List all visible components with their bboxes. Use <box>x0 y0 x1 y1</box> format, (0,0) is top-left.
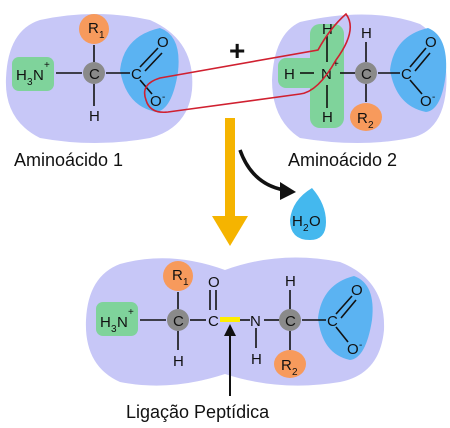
atom-o: O <box>208 274 220 291</box>
atom-o: O <box>347 341 359 358</box>
atom-sub: 2 <box>368 120 374 131</box>
atom-h: H <box>285 273 296 290</box>
r-group-3 <box>163 261 193 291</box>
atom-c: C <box>327 313 338 330</box>
atom-sub: 1 <box>183 277 189 288</box>
bond-c-o-double-a <box>335 295 353 315</box>
atom-c: C <box>361 66 372 83</box>
carboxyl-group-2 <box>390 28 447 112</box>
atom-n: N <box>250 313 261 330</box>
peptide-bond-pointer <box>224 324 236 396</box>
bond-c-o-single <box>335 326 349 343</box>
atom-c: C <box>285 313 296 330</box>
water-release-arrow <box>238 149 296 200</box>
atom-charge: + <box>44 60 50 71</box>
atom-charge: - <box>162 92 165 103</box>
bond-c-o-double-a <box>409 47 427 68</box>
atom-charge: + <box>128 307 134 318</box>
atom-n: N <box>33 67 44 84</box>
atom-c: C <box>89 66 100 83</box>
atom-o: O <box>351 282 363 299</box>
plus-sign: + <box>229 35 245 66</box>
atom-h: H <box>361 25 372 42</box>
atom-c: C <box>131 66 142 83</box>
atom-h: H <box>89 108 100 125</box>
reaction-arrow <box>212 118 248 246</box>
carboxyl-group-1 <box>120 28 179 112</box>
water-sub: 2 <box>303 223 309 234</box>
atom-o: O <box>157 34 169 51</box>
bond-c-o-double-a <box>139 47 159 68</box>
peptide-bond-highlight <box>220 317 240 322</box>
caption-amino-acid-1: Aminoácido 1 <box>14 150 123 170</box>
atom-n: N <box>117 314 128 331</box>
atom-sub: 1 <box>99 30 105 41</box>
carboxyl-group-3 <box>318 276 373 360</box>
water-h: H <box>292 213 303 230</box>
bond-c-o-double-b <box>340 299 357 319</box>
bond-c-o-double-b <box>414 52 431 72</box>
atom-h: H <box>251 351 262 368</box>
atom-sub: 2 <box>292 367 298 378</box>
alpha-carbon-4 <box>279 309 301 331</box>
atom-charge: + <box>333 59 339 70</box>
alpha-carbon-2 <box>355 62 377 84</box>
atom-o: O <box>150 93 162 110</box>
water-removal-highlight <box>143 12 352 114</box>
r-group-1 <box>79 14 109 44</box>
water-drop-icon <box>290 188 326 240</box>
amine-group-2-left <box>278 58 318 88</box>
water-molecule: H 2 O <box>290 188 326 240</box>
alpha-carbon-3 <box>167 309 189 331</box>
bond-c-o-double-b <box>144 52 163 72</box>
atom-h: H <box>322 109 333 126</box>
amino-acid-2: H H N + H H C R 2 C O O - <box>272 14 447 144</box>
r-group-4 <box>274 350 306 378</box>
atom-c: C <box>173 313 184 330</box>
amine-group-3 <box>96 302 138 336</box>
caption-amino-acid-2: Aminoácido 2 <box>288 150 397 170</box>
atom-r: R <box>172 267 183 284</box>
bond-c-o-single <box>409 79 423 95</box>
atom-charge: - <box>432 92 435 103</box>
atom-sub: 3 <box>111 324 117 335</box>
caption-peptide-bond: Ligação Peptídica <box>126 402 270 422</box>
atom-h: H <box>322 21 333 38</box>
water-o: O <box>309 213 321 230</box>
r-group-2 <box>350 103 382 131</box>
atom-c: C <box>208 313 219 330</box>
amino-acid-1: H 3 N + R 1 C H C O O - <box>5 14 193 143</box>
dipeptide: H 3 N + R 1 C H O C N H H C R 2 C O O - <box>85 257 385 386</box>
atom-r: R <box>281 357 292 374</box>
atom-h: H <box>284 66 295 83</box>
atom-h: H <box>173 353 184 370</box>
atom-c: C <box>401 66 412 83</box>
atom-o: O <box>420 93 432 110</box>
amine-group-1 <box>12 57 54 91</box>
atom-h: H <box>100 314 111 331</box>
atom-r: R <box>357 110 368 127</box>
atom-r: R <box>88 20 99 37</box>
atom-charge: - <box>359 340 362 351</box>
alpha-carbon-1 <box>83 62 105 84</box>
atom-o: O <box>425 34 437 51</box>
atom-sub: 3 <box>27 77 33 88</box>
atom-h: H <box>16 67 27 84</box>
